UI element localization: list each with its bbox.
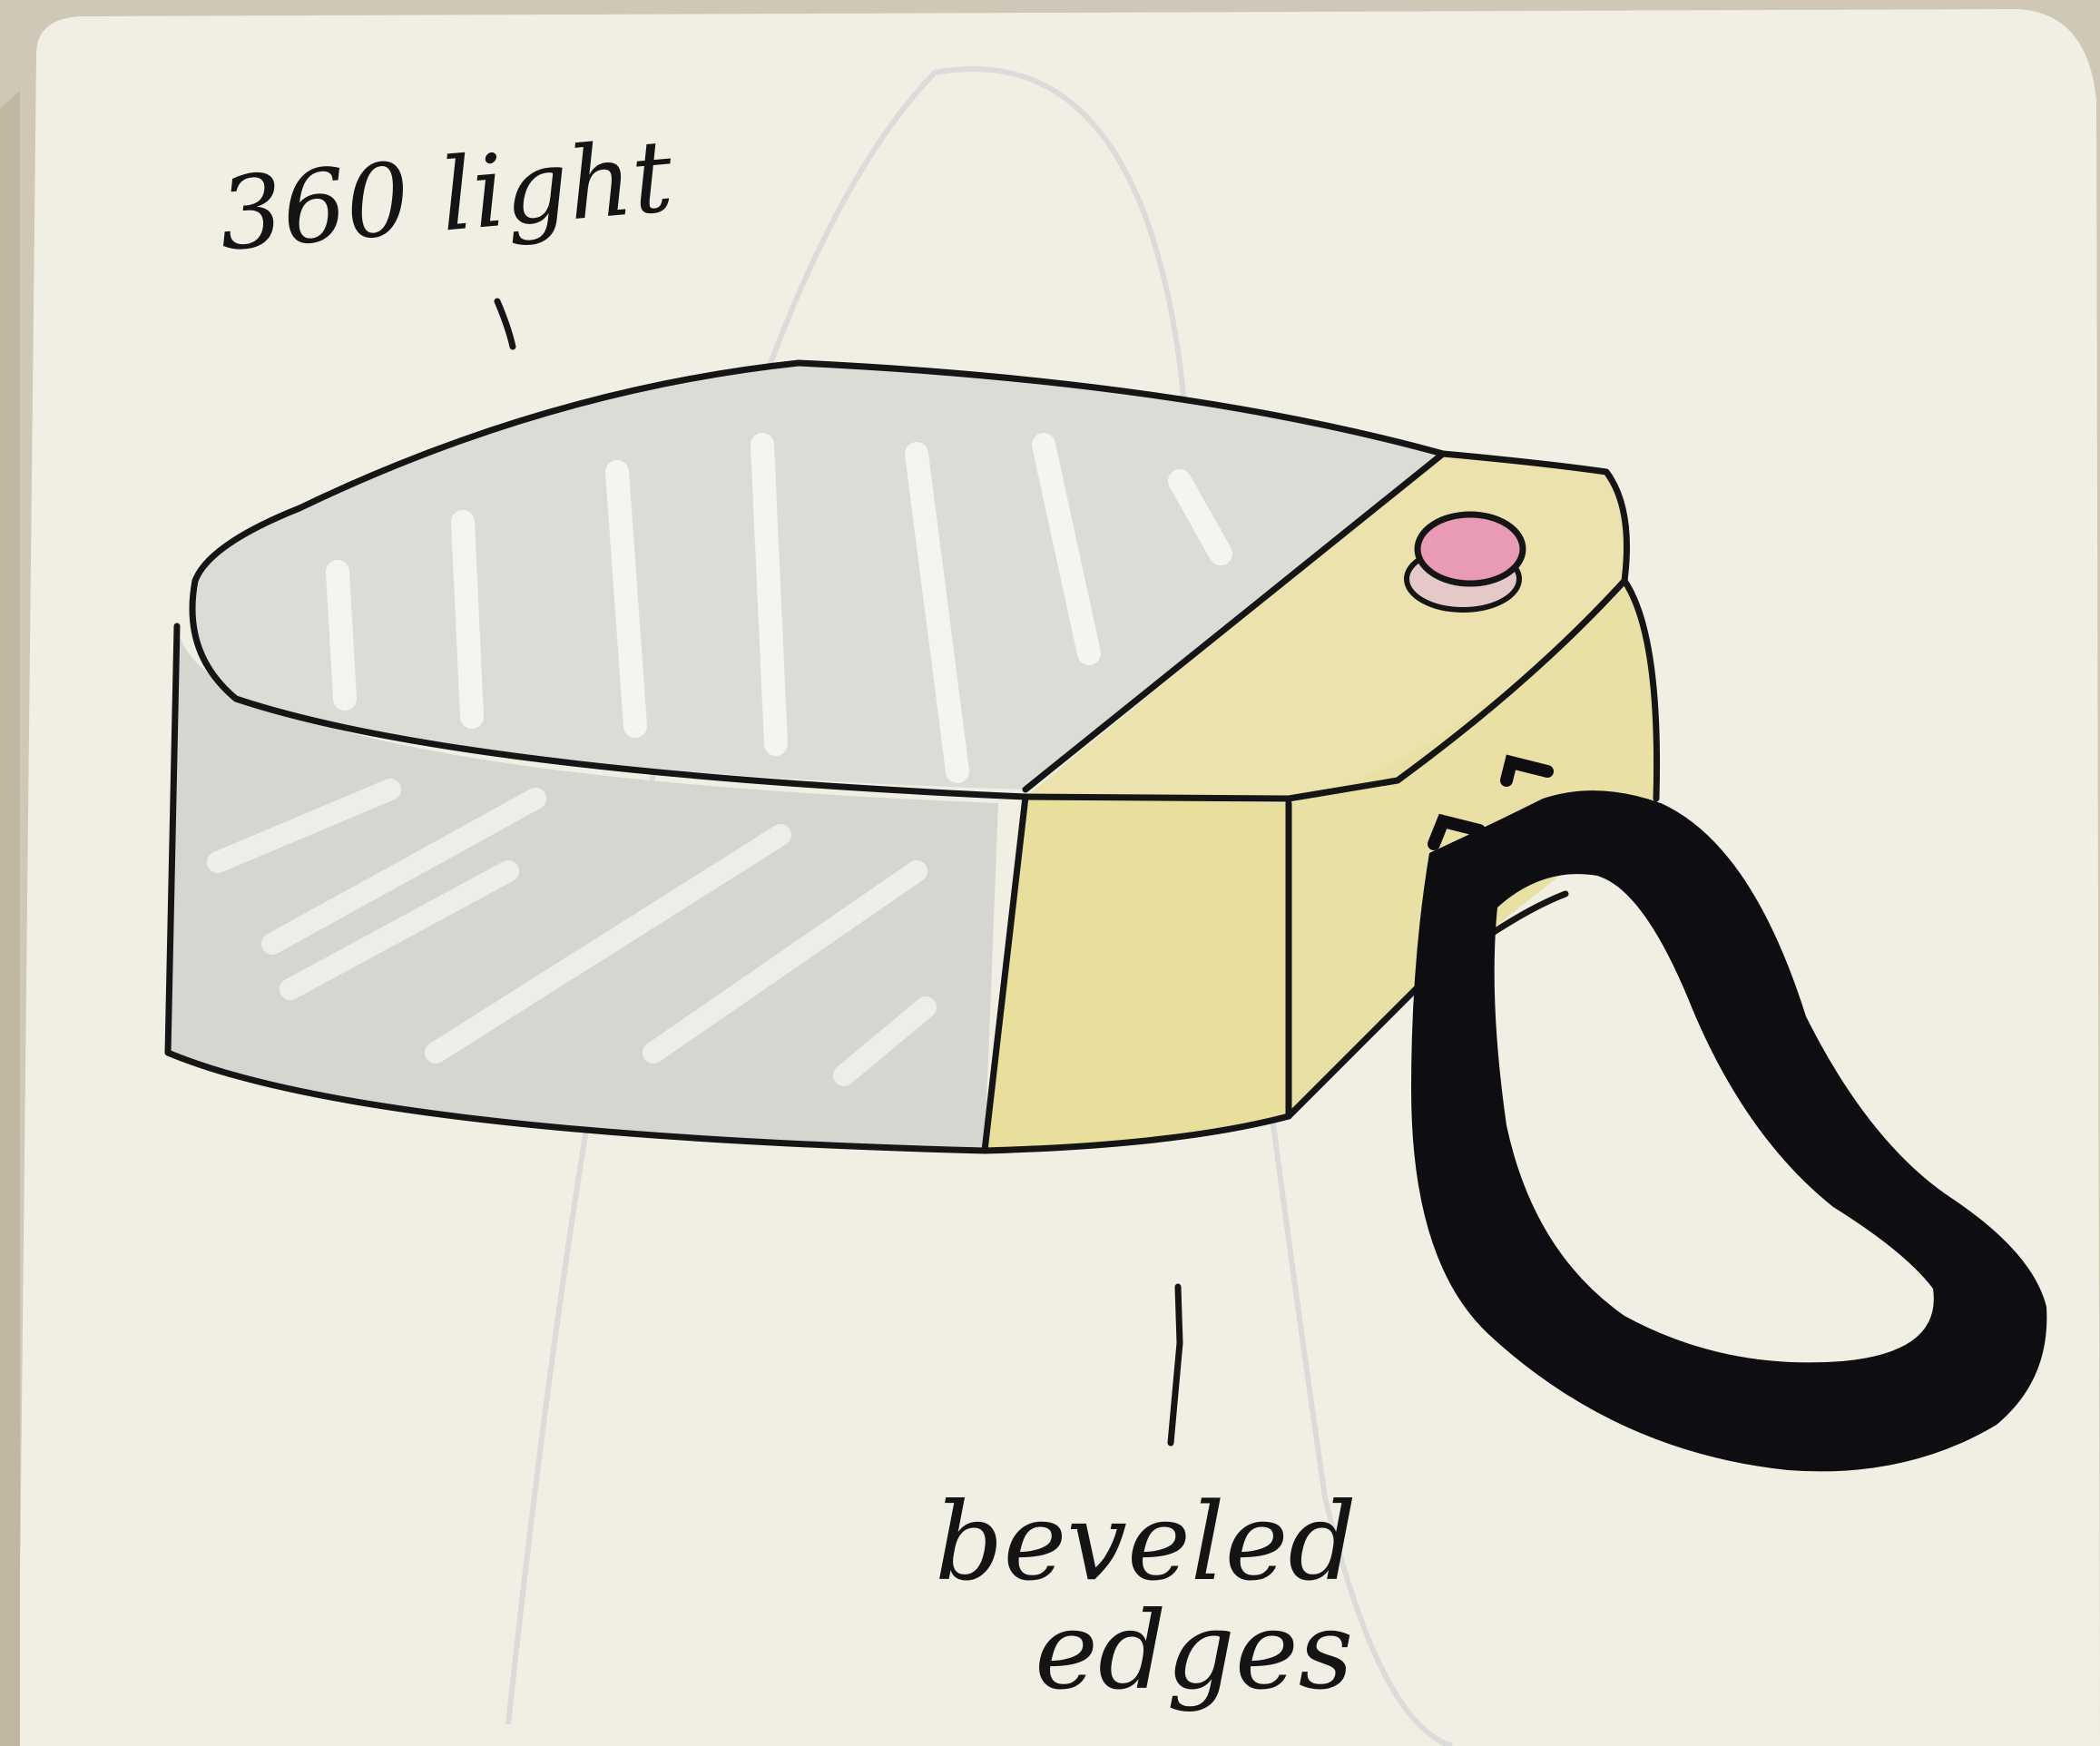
label-edges: edges	[1035, 1588, 1353, 1713]
label-beveled: beveled	[935, 1479, 1357, 1604]
end-cap-front	[985, 797, 1289, 1151]
page-spine-shadow	[0, 91, 20, 1746]
power-button-icon	[1407, 515, 1523, 610]
